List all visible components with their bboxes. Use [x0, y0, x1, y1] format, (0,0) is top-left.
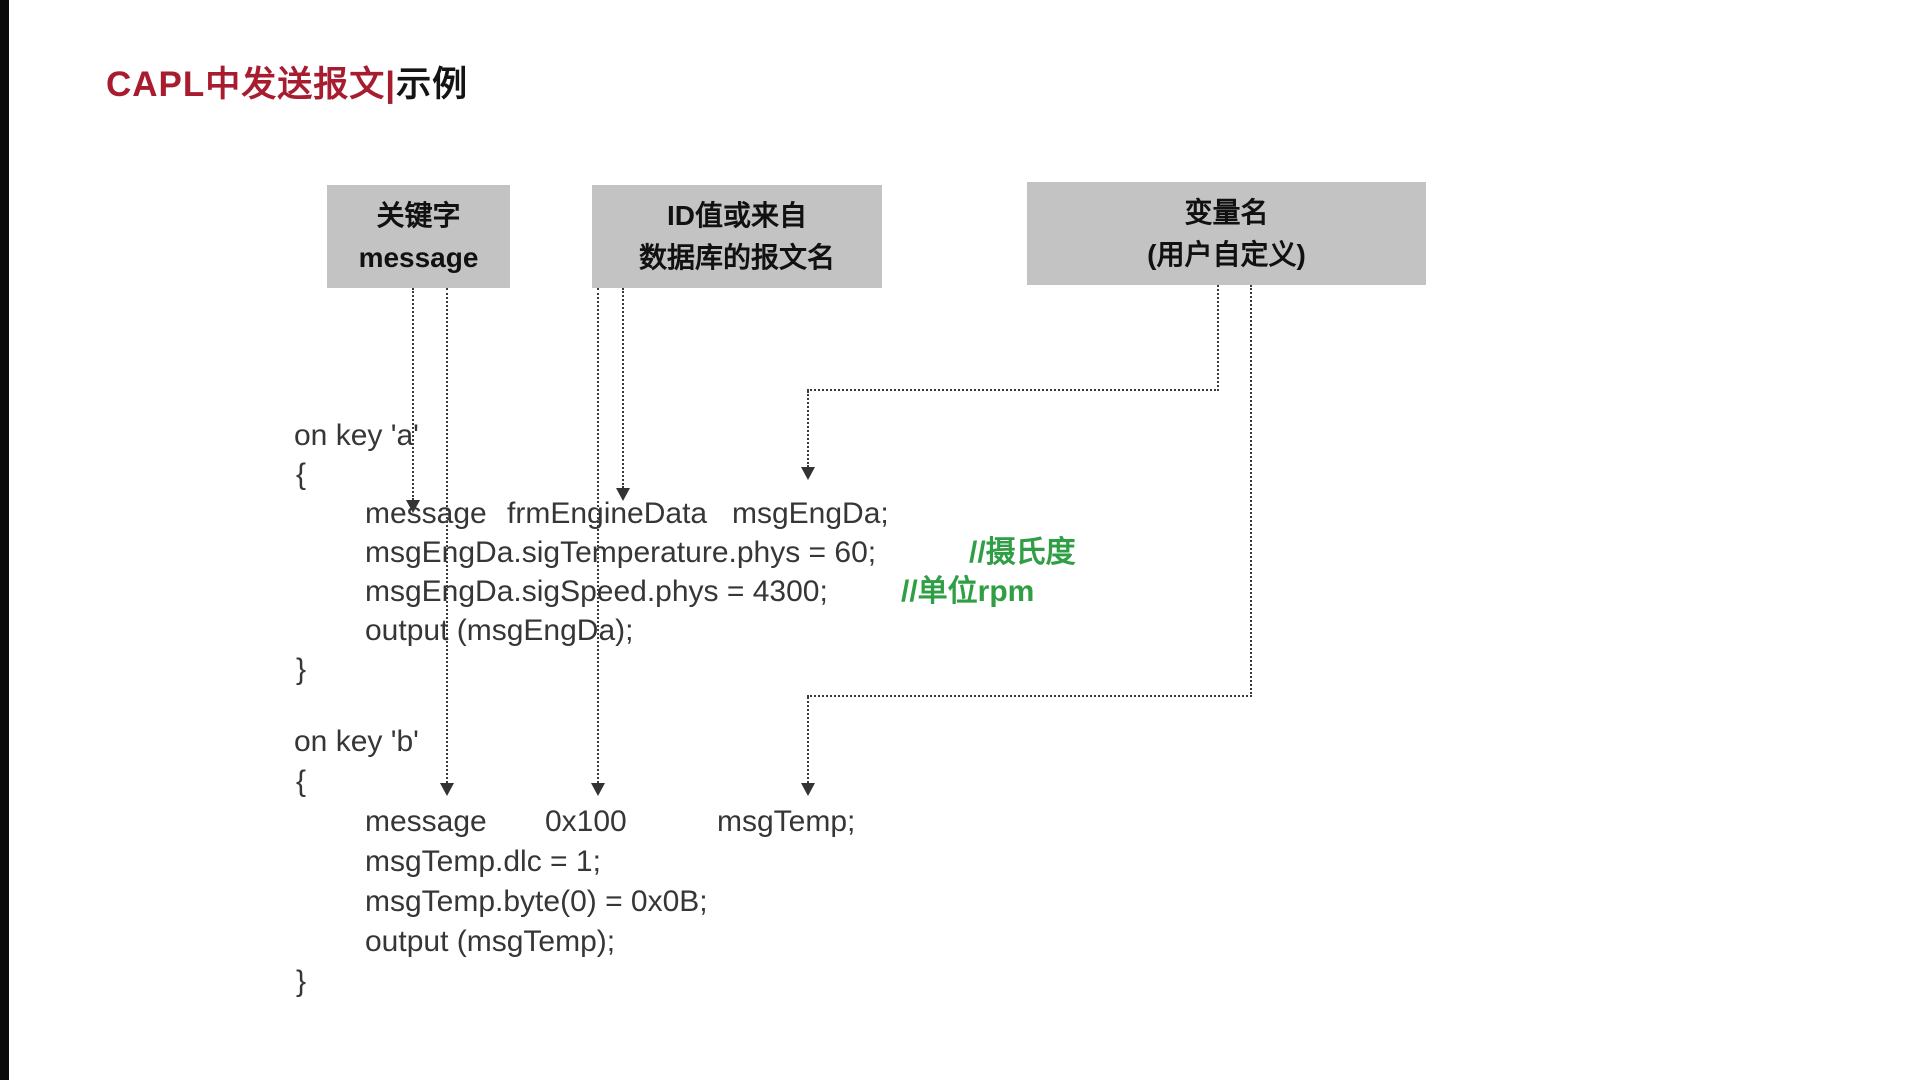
code-b-statement-byte: msgTemp.byte(0) = 0x0B; [365, 885, 708, 918]
code-a-close-brace: } [296, 653, 307, 686]
label-box-variable-name: 变量名 (用户自定义) [1027, 182, 1426, 285]
code-a-frame-token: frmEngineData [507, 497, 708, 530]
code-a-statement-speed: msgEngDa.sigSpeed.phys = 4300; //单位rpm [0, 572, 1920, 612]
code-a-declaration: message frmEngineData msgEngDa; [0, 494, 1920, 534]
code-b-variable-token: msgTemp; [717, 805, 856, 838]
code-a-variable-token: msgEngDa; [732, 497, 889, 530]
page-title: CAPL中发送报文|示例 [106, 56, 468, 107]
code-a-header: on key 'a' [294, 419, 419, 452]
code-a-statement-temperature: msgEngDa.sigTemperature.phys = 60; //摄氏度 [0, 533, 1920, 573]
arrowhead-variable-block-b [801, 783, 815, 796]
code-a-open-brace: { [296, 458, 307, 491]
label-id-line1: ID值或来自 [666, 199, 807, 231]
code-a-temperature-code: msgEngDa.sigTemperature.phys = 60; [365, 536, 877, 569]
connector-id-to-block-a [622, 288, 624, 488]
code-b-declaration: message 0x100 msgTemp; [0, 802, 1920, 842]
code-a-temperature-comment: //摄氏度 [969, 536, 1076, 569]
connector-variable-block-b-final [807, 697, 809, 783]
connector-id-to-block-b [597, 288, 599, 783]
connector-variable-block-a-drop [1217, 285, 1219, 391]
code-a-statement-output: output (msgEngDa); [365, 614, 634, 647]
label-keyword-line2: message [358, 241, 479, 273]
connector-variable-block-b-drop [1250, 285, 1252, 697]
connector-variable-block-a-horizontal [807, 389, 1219, 391]
left-edge-strip [0, 0, 9, 1080]
code-b-open-brace: { [296, 765, 307, 798]
code-b-close-brace: } [296, 965, 307, 998]
arrowhead-keyword-block-a [406, 500, 420, 513]
code-a-keyword-token: message [365, 497, 487, 530]
code-b-header: on key 'b' [294, 725, 419, 758]
arrowhead-id-block-b [591, 783, 605, 796]
code-a-speed-code: msgEngDa.sigSpeed.phys = 4300; [365, 575, 828, 608]
code-b-id-token: 0x100 [545, 805, 627, 838]
connector-keyword-to-block-b [446, 288, 448, 783]
arrowhead-keyword-block-b [440, 783, 454, 796]
connector-variable-block-a-final [807, 391, 809, 467]
arrowhead-variable-block-a [801, 467, 815, 480]
code-b-statement-output: output (msgTemp); [365, 925, 616, 958]
arrowhead-id-block-a [616, 488, 630, 501]
page-title-highlight: CAPL中发送报文| [106, 65, 397, 104]
label-box-keyword: 关键字 message [327, 185, 510, 288]
label-id-line2: 数据库的报文名 [638, 241, 835, 273]
connector-variable-block-b-horizontal [807, 695, 1252, 697]
connector-keyword-to-block-a [412, 288, 414, 500]
label-variable-line2: (用户自定义) [1147, 238, 1306, 270]
label-variable-line1: 变量名 [1184, 196, 1269, 228]
code-b-statement-dlc: msgTemp.dlc = 1; [365, 845, 601, 878]
page-title-rest: 示例 [396, 65, 469, 104]
label-box-message-id: ID值或来自 数据库的报文名 [592, 185, 882, 288]
code-b-keyword-token: message [365, 805, 487, 838]
label-keyword-line1: 关键字 [376, 199, 461, 231]
code-a-speed-comment: //单位rpm [901, 575, 1035, 608]
